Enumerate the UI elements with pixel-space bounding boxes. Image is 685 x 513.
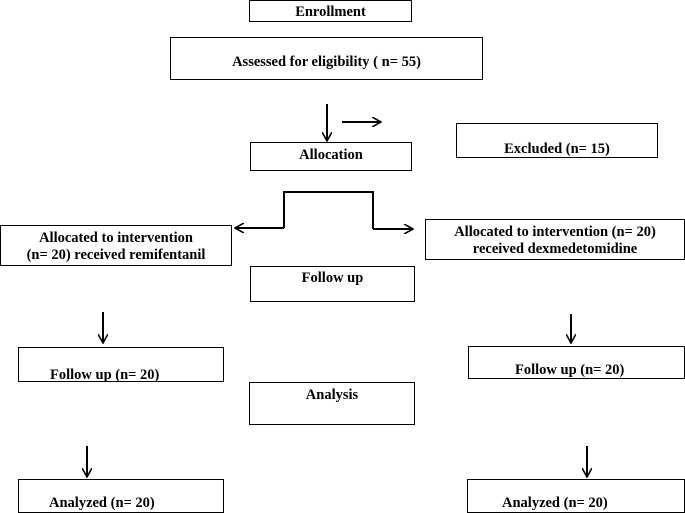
enrollment-box: Enrollment (249, 0, 412, 22)
left-followup-label: Follow up (n= 20) (50, 367, 160, 383)
right-allocation-line1: Allocated to intervention (n= 20) (454, 224, 656, 240)
left-analyzed-label: Analyzed (n= 20) (49, 495, 155, 511)
right-allocation-box: Allocated to intervention (n= 20) receiv… (425, 219, 685, 260)
followup-header-box: Follow up (250, 266, 415, 302)
right-followup-box: Follow up (n= 20) (468, 346, 685, 379)
right-analyzed-box: Analyzed (n= 20) (467, 479, 685, 513)
enrollment-label: Enrollment (295, 4, 366, 20)
analysis-header-box: Analysis (249, 382, 415, 425)
excluded-label: Excluded (n= 15) (504, 141, 610, 157)
assessed-box: Assessed for eligibility ( n= 55) (170, 37, 483, 80)
followup-header-label: Follow up (301, 270, 364, 286)
left-allocation-line2: (n= 20) received remifentanil (26, 247, 206, 263)
left-allocation-line1: Allocated to intervention (39, 230, 193, 246)
left-analyzed-box: Analyzed (n= 20) (18, 479, 224, 513)
left-allocation-box: Allocated to intervention (n= 20) receiv… (0, 225, 232, 266)
right-allocation-line2: received dexmedetomidine (472, 241, 638, 257)
allocation-box: Allocation (250, 142, 412, 171)
assessed-label: Assessed for eligibility ( n= 55) (232, 54, 421, 70)
allocation-label: Allocation (299, 147, 363, 163)
excluded-box: Excluded (n= 15) (456, 123, 658, 158)
right-analyzed-label: Analyzed (n= 20) (502, 495, 608, 511)
analysis-header-label: Analysis (305, 387, 359, 403)
left-followup-box: Follow up (n= 20) (18, 347, 224, 383)
split-bracket (283, 191, 374, 229)
right-followup-label: Follow up (n= 20) (515, 362, 625, 378)
